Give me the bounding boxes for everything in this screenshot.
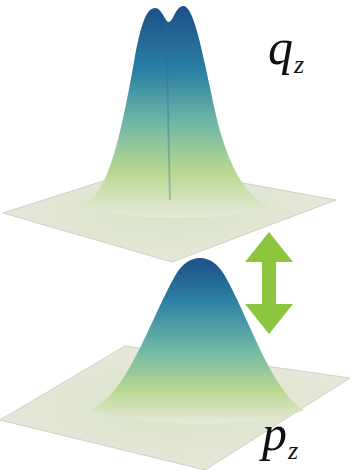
double-arrow — [245, 232, 293, 334]
axis-variable: q — [268, 22, 293, 72]
axis-variable: p — [262, 408, 287, 458]
pz-surface — [92, 258, 304, 424]
axis-subscript: z — [288, 438, 298, 464]
qz-surface — [82, 6, 270, 218]
axis-subscript: z — [294, 52, 304, 78]
